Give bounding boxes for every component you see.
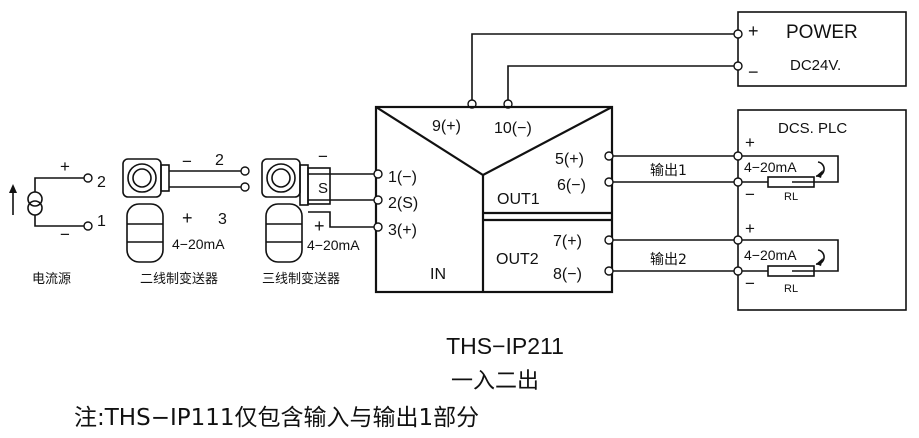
tw-current: 4−20mA [172,236,225,252]
power-minus-wire [507,65,734,104]
power-voltage: DC24V. [790,57,841,74]
io-title: 一入二出 [451,369,539,394]
loop2-current: 4−20mA [744,247,797,263]
rl1-label: RL [784,191,798,203]
two-wire-label: 二线制变送器 [140,271,218,287]
three-wire-transmitter: − S + 4−20mA 三线制变送器 [261,147,374,287]
pin7-label: 7(+) [553,233,582,250]
pin6-label: 6(−) [557,177,586,194]
power-minus-sign: − [748,62,759,82]
dcs-in1-minus: − [745,185,755,204]
pin1-label: 1(−) [388,169,417,186]
out2-label: OUT2 [496,251,539,268]
power-plus-terminal [733,29,743,39]
loop1-current: 4−20mA [744,159,797,175]
pin7-terminal [604,235,614,245]
dcs-in2-plus: + [745,219,755,238]
th-current: 4−20mA [307,237,360,253]
current-source-label: 电流源 [32,272,71,287]
dcs-in2-plus-terminal [733,235,743,245]
pin8-terminal [604,266,614,276]
pin1-terminal [373,169,383,179]
in-label: IN [430,266,446,283]
dcs-in1-plus: + [745,133,755,152]
footer-note: 注:THS−IP111仅包含输入与输出1部分 [74,405,479,431]
power-supply-box: + − POWER DC24V. [733,11,907,87]
power-plus-sign: + [748,21,759,41]
cs-minus: − [60,225,70,244]
pin6-terminal [604,177,614,187]
isolator-module: 9(+) 10(−) 1(−) 2(S) 3(+) IN 5(+) 6(−) O… [374,105,614,294]
pin2-terminal [373,195,383,205]
dcs-in2-minus-terminal [733,266,743,276]
dcs-in2-minus: − [745,274,755,293]
power-minus-terminal [733,61,743,71]
cs-term2: 2 [97,174,106,191]
th-plus: + [314,216,325,236]
power-title: POWER [786,22,858,43]
pin3-label: 3(+) [388,222,417,239]
dcs-title: DCS. PLC [778,120,847,137]
pin5-terminal [604,151,614,161]
model-title: THS−IP211 [446,333,564,359]
th-minus: − [318,147,328,166]
pin5-label: 5(+) [555,151,584,168]
cs-plus: + [60,157,70,176]
dcs-in1-minus-terminal [733,177,743,187]
output2-text: 输出2 [650,252,687,268]
rl2-label: RL [784,283,798,295]
tw-minus: − [182,152,192,171]
th-s: S [318,180,328,197]
pin3-terminal [373,222,383,232]
current-source: + − 2 1 电流源 [9,157,106,287]
dcs-in1-plus-terminal [733,151,743,161]
pin10-label: 10(−) [494,120,532,137]
out1-label: OUT1 [497,191,540,208]
pin9-label: 9(+) [432,118,461,135]
rl1-resistor [767,176,815,188]
cs-term1: 1 [97,213,106,230]
tw-term2: 2 [215,152,224,169]
tw-plus: + [182,208,193,228]
three-wire-label: 三线制变送器 [262,271,340,287]
power-plus-wire [471,33,734,104]
dcs-plc-box: DCS. PLC + − RL 4−20mA + − RL 4−20mA [733,109,907,311]
rl2-resistor [767,265,815,277]
tw-term3: 3 [218,211,227,228]
two-wire-transmitter: − 2 + 3 4−20mA 二线制变送器 [122,152,250,287]
pin8-label: 8(−) [553,266,582,283]
pin2-label: 2(S) [388,195,418,212]
output1-text: 输出1 [650,163,687,179]
